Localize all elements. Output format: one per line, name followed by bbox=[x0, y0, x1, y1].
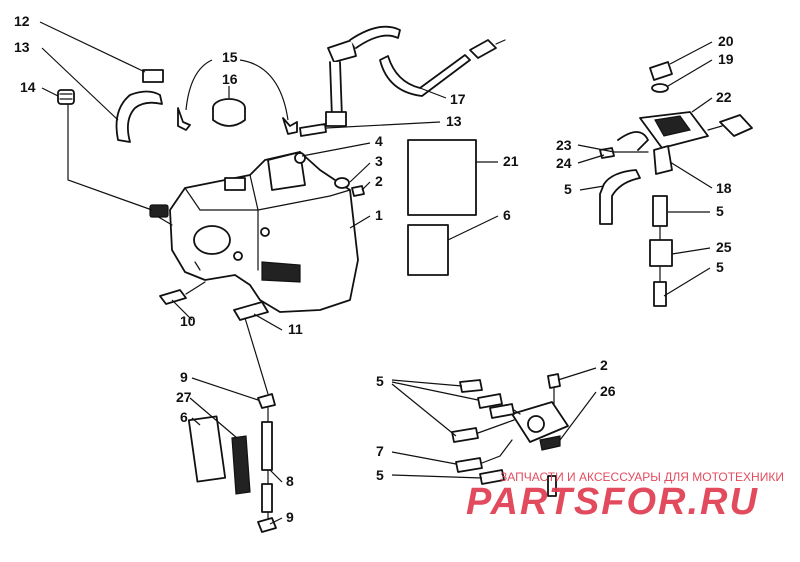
vent-elbow-fittings bbox=[177, 107, 298, 135]
callout-label: 11 bbox=[288, 321, 303, 337]
hose-assembly-lower bbox=[187, 393, 277, 533]
callout-label: 13 bbox=[14, 39, 30, 55]
callout-label: 23 bbox=[556, 137, 572, 153]
callout-label: 1 bbox=[375, 207, 383, 223]
oil-pump-assembly bbox=[451, 373, 569, 497]
callout-label: 5 bbox=[376, 373, 384, 389]
foam-pad-small bbox=[407, 224, 449, 276]
callout-label: 9 bbox=[180, 369, 188, 385]
fuel-valve-assembly bbox=[599, 61, 753, 307]
callout-label: 21 bbox=[503, 153, 519, 169]
callout-label: 3 bbox=[375, 153, 383, 169]
drain-fittings bbox=[159, 281, 269, 321]
callout-label: 8 bbox=[286, 473, 294, 489]
watermark-tagline: ЗАПЧАСТИ И АКСЕССУАРЫ ДЛЯ МОТОТЕХНИКИ bbox=[500, 470, 784, 484]
callout-label: 10 bbox=[180, 313, 196, 329]
callout-label: 9 bbox=[286, 509, 294, 525]
filler-cap bbox=[212, 98, 246, 127]
grommet-cap bbox=[57, 89, 75, 105]
foam-pad-large bbox=[407, 139, 477, 216]
oil-level-sensor bbox=[325, 25, 506, 127]
callout-label: 2 bbox=[375, 173, 383, 189]
callout-label: 5 bbox=[376, 467, 384, 483]
watermark: ЗАПЧАСТИ И АКСЕССУАРЫ ДЛЯ МОТОТЕХНИКИ PA… bbox=[466, 470, 784, 523]
callout-label: 6 bbox=[180, 409, 188, 425]
oil-tank bbox=[149, 151, 359, 313]
callout-label: 13 bbox=[446, 113, 462, 129]
callout-label: 25 bbox=[716, 239, 732, 255]
callout-label: 19 bbox=[718, 51, 734, 67]
tank-mount-hardware bbox=[294, 152, 365, 197]
small-hose bbox=[299, 123, 327, 137]
callout-label: 6 bbox=[503, 207, 511, 223]
vent-hose-left bbox=[115, 90, 163, 143]
hose-clip bbox=[142, 69, 164, 83]
callout-label: 14 bbox=[20, 79, 36, 95]
callout-labels: 12 13 14 15 16 13 4 3 2 1 21 6 17 20 19 … bbox=[14, 13, 734, 525]
callout-label: 15 bbox=[222, 49, 238, 65]
callout-label: 4 bbox=[375, 133, 383, 149]
callout-label: 5 bbox=[564, 181, 572, 197]
callout-label: 18 bbox=[716, 180, 732, 196]
callout-label: 2 bbox=[600, 357, 608, 373]
callout-label: 22 bbox=[716, 89, 732, 105]
callout-label: 16 bbox=[222, 71, 238, 87]
callout-label: 24 bbox=[556, 155, 572, 171]
leader-lines bbox=[39, 21, 713, 525]
callout-label: 26 bbox=[600, 383, 616, 399]
callout-label: 12 bbox=[14, 13, 30, 29]
callout-label: 27 bbox=[176, 389, 192, 405]
callout-label: 5 bbox=[716, 259, 724, 275]
callout-label: 7 bbox=[376, 443, 384, 459]
callout-label: 5 bbox=[716, 203, 724, 219]
callout-label: 20 bbox=[718, 33, 734, 49]
watermark-brand: PARTSFOR.RU bbox=[466, 481, 759, 523]
callout-label: 17 bbox=[450, 91, 466, 107]
